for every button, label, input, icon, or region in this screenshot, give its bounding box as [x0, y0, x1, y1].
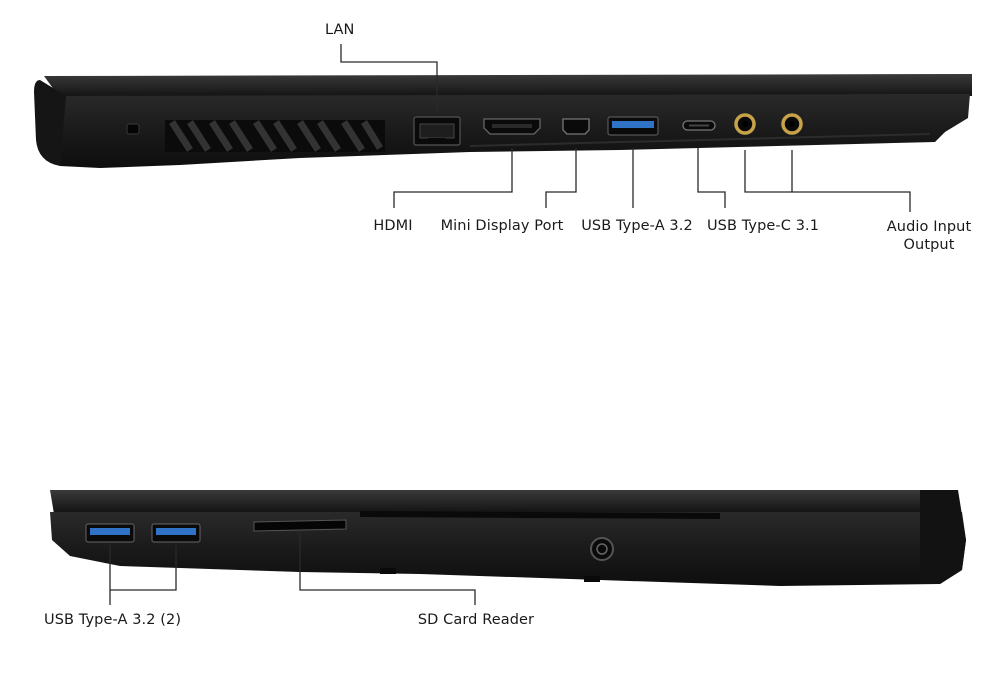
lan-port-icon	[413, 116, 461, 146]
label-audio-line1: Audio Input	[886, 219, 972, 235]
laptop-foot	[584, 576, 600, 582]
usb-type-c-port-icon	[682, 120, 716, 131]
laptop-foot	[380, 568, 396, 574]
air-vent	[165, 120, 385, 152]
label-usb-type-a: USB Type-A 3.2	[581, 218, 693, 234]
label-usb-type-a-pair: USB Type-A 3.2 (2)	[44, 612, 182, 628]
hdmi-port-icon	[483, 118, 541, 135]
hinge-gap	[359, 511, 721, 519]
laptop-right-side	[50, 490, 966, 586]
laptop-lid	[44, 74, 972, 98]
mini-displayport-icon	[562, 118, 590, 135]
body-trim	[469, 133, 931, 147]
laptop-lid	[50, 490, 958, 514]
label-hdmi: HDMI	[373, 218, 413, 234]
label-usb-type-c: USB Type-C 3.1	[706, 218, 820, 234]
power-button-icon	[590, 537, 614, 561]
label-sd-card-reader: SD Card Reader	[417, 612, 535, 628]
label-audio-line2: Output	[903, 237, 955, 253]
laptop-corner	[34, 80, 66, 166]
usb-type-a-port-icon	[85, 523, 135, 543]
leader-lines-bottom	[109, 533, 476, 605]
kensington-lock-icon	[126, 123, 140, 135]
label-mini-display-port: Mini Display Port	[440, 218, 564, 234]
audio-jack-icon	[734, 113, 803, 135]
label-lan: LAN	[325, 22, 355, 38]
leader-lines-top	[340, 44, 911, 212]
laptop-left-side	[34, 74, 972, 168]
label-audio: Audio Input Output	[887, 218, 971, 254]
usb-type-a-port-icon	[607, 116, 659, 136]
usb-type-a-port-icon	[151, 523, 201, 543]
laptop-body	[50, 512, 966, 586]
sd-card-slot-icon	[253, 519, 347, 532]
laptop-corner	[920, 490, 966, 584]
